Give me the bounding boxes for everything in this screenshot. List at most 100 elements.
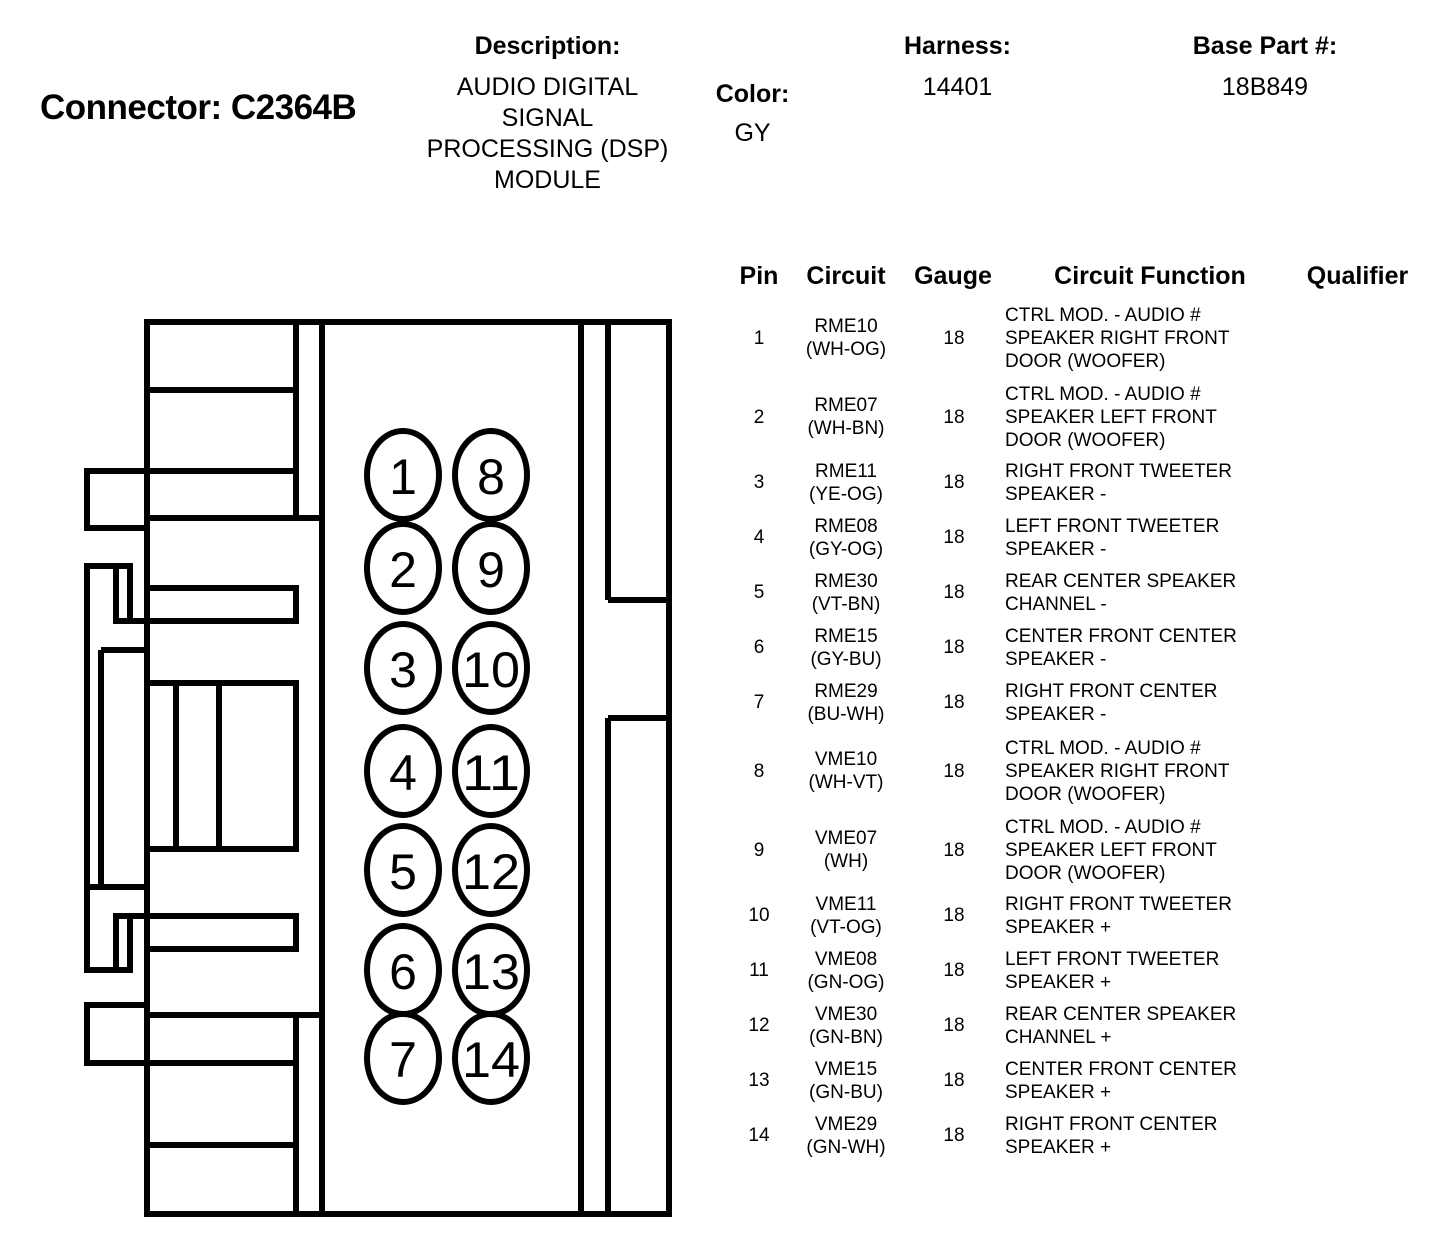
wire-color: (GN-BN)	[809, 1026, 883, 1048]
circuit-id: RME15	[814, 625, 878, 647]
pin-number: 3	[753, 472, 765, 493]
pin-cavity: 8	[452, 428, 530, 522]
wire-gauge: 18	[943, 582, 965, 603]
wire-color: (GN-BU)	[809, 1081, 883, 1103]
description-line: AUDIO DIGITAL	[456, 73, 639, 101]
pin-cavity: 3	[364, 621, 442, 715]
wire-gauge: 18	[943, 905, 965, 926]
qualifier	[1300, 459, 1420, 506]
circuit-function: CTRL MOD. - AUDIO # SPEAKER RIGHT FRONT …	[1005, 737, 1230, 805]
column-header-circuit: Circuit	[806, 262, 886, 290]
wire-color: (GN-WH)	[806, 1136, 886, 1158]
wire-gauge: 18	[943, 406, 965, 428]
circuit-function: LEFT FRONT TWEETER SPEAKER -	[1005, 515, 1220, 560]
wire-color: (WH)	[823, 851, 869, 872]
circuit-function-cell: CTRL MOD. - AUDIO # SPEAKER LEFT FRONT D…	[1005, 814, 1295, 886]
circuit-cell: RME30(VT-BN)	[790, 569, 902, 616]
pin-cavity-number: 10	[462, 642, 520, 698]
circuit-function: CTRL MOD. - AUDIO # SPEAKER LEFT FRONT D…	[1005, 816, 1217, 884]
circuit-function-cell: CENTER FRONT CENTER SPEAKER +	[1005, 1057, 1295, 1104]
pin-cavity-number: 2	[389, 542, 417, 598]
circuit-id: RME08	[814, 515, 878, 537]
pin-cavity-outline	[364, 428, 442, 522]
wire-gauge: 18	[943, 1070, 965, 1091]
circuit-function-cell: LEFT FRONT TWEETER SPEAKER -	[1005, 514, 1295, 561]
color-value: GY	[734, 119, 771, 147]
circuit-function: CTRL MOD. - AUDIO # SPEAKER RIGHT FRONT …	[1005, 304, 1230, 372]
latch-tab	[144, 1005, 322, 1018]
pin-cavity: 11	[452, 724, 530, 818]
wire-color: (YE-OG)	[809, 483, 883, 505]
harness-value: 14401	[922, 73, 993, 101]
wire-color: (GN-OG)	[807, 971, 885, 993]
circuit-cell: VME29(GN-WH)	[790, 1112, 902, 1159]
pin-cavity-number: 14	[462, 1032, 520, 1088]
pin-cavity-number: 11	[462, 745, 520, 801]
circuit-function-cell: RIGHT FRONT TWEETER SPEAKER -	[1005, 459, 1295, 506]
qualifier	[1300, 1057, 1420, 1104]
circuit-id: VME11	[815, 893, 877, 915]
column-header-qualifier: Qualifier	[1306, 262, 1409, 290]
circuit-cell: VME07(WH)	[790, 814, 902, 886]
wire-gauge: 18	[943, 1125, 965, 1146]
circuit-function-cell: REAR CENTER SPEAKER CHANNEL -	[1005, 569, 1295, 616]
circuit-id: RME11	[815, 460, 877, 482]
table-row: 5 RME30(VT-BN) 18 REAR CENTER SPEAKER CHANN…	[0, 569, 1456, 616]
pin-number: 5	[753, 582, 765, 603]
circuit-cell: RME07(WH-BN)	[790, 381, 902, 453]
qualifier	[1300, 947, 1420, 994]
pin-cavity-number: 13	[462, 944, 520, 1000]
qualifier	[1300, 735, 1420, 807]
wire-gauge: 18	[943, 637, 965, 658]
circuit-id: VME07	[814, 828, 878, 849]
wire-gauge: 18	[943, 527, 965, 548]
qualifier	[1300, 892, 1420, 939]
circuit-cell: VME30(GN-BN)	[790, 1002, 902, 1049]
wire-gauge: 18	[943, 327, 965, 349]
pin-cavity-outline	[364, 724, 442, 818]
circuit-function-cell: RIGHT FRONT TWEETER SPEAKER +	[1005, 892, 1295, 939]
pin-cavity-number: 9	[477, 542, 505, 598]
pin-cavity: 4	[364, 724, 442, 818]
circuit-cell: RME15(GY-BU)	[790, 624, 902, 671]
circuit-function: RIGHT FRONT TWEETER SPEAKER +	[1005, 893, 1232, 938]
pin-cavity-outline	[452, 724, 530, 818]
pin-cavity-number: 3	[389, 642, 417, 698]
wire-color: (BU-WH)	[807, 703, 885, 725]
color-label: Color:	[715, 80, 790, 108]
pin-number: 4	[753, 527, 765, 548]
circuit-cell: VME11(VT-OG)	[790, 892, 902, 939]
pin-cavity: 2	[364, 521, 442, 615]
wire-gauge: 18	[943, 960, 965, 981]
qualifier	[1300, 381, 1420, 453]
circuit-function-cell: REAR CENTER SPEAKER CHANNEL +	[1005, 1002, 1295, 1049]
pin-cavity: 5	[364, 823, 442, 917]
pin-number: 1	[753, 327, 765, 349]
description-line: PROCESSING (DSP)	[426, 135, 669, 163]
pin-cavity-outline	[452, 1011, 530, 1105]
circuit-id: RME30	[814, 570, 878, 592]
qualifier	[1300, 624, 1420, 671]
latch-tab	[116, 563, 133, 621]
wire-color: (WH-VT)	[808, 772, 884, 793]
qualifier	[1300, 679, 1420, 726]
pin-cavity: 12	[452, 823, 530, 917]
description-line: MODULE	[494, 166, 601, 194]
circuit-id: RME07	[814, 395, 878, 416]
pin-cavity-outline	[364, 521, 442, 615]
pin-cavity-outline	[364, 823, 442, 917]
column-header-pin: Pin	[739, 262, 779, 290]
pin-cavity-outline	[364, 1011, 442, 1105]
column-header-circuit-function: Circuit Function	[1054, 262, 1246, 290]
pin-cavity: 10	[452, 621, 530, 715]
pin-cavity: 7	[364, 1011, 442, 1105]
wire-gauge: 18	[943, 472, 965, 493]
circuit-function-cell: RIGHT FRONT CENTER SPEAKER +	[1005, 1112, 1295, 1159]
qualifier	[1300, 814, 1420, 886]
circuit-function: RIGHT FRONT TWEETER SPEAKER -	[1005, 460, 1232, 505]
